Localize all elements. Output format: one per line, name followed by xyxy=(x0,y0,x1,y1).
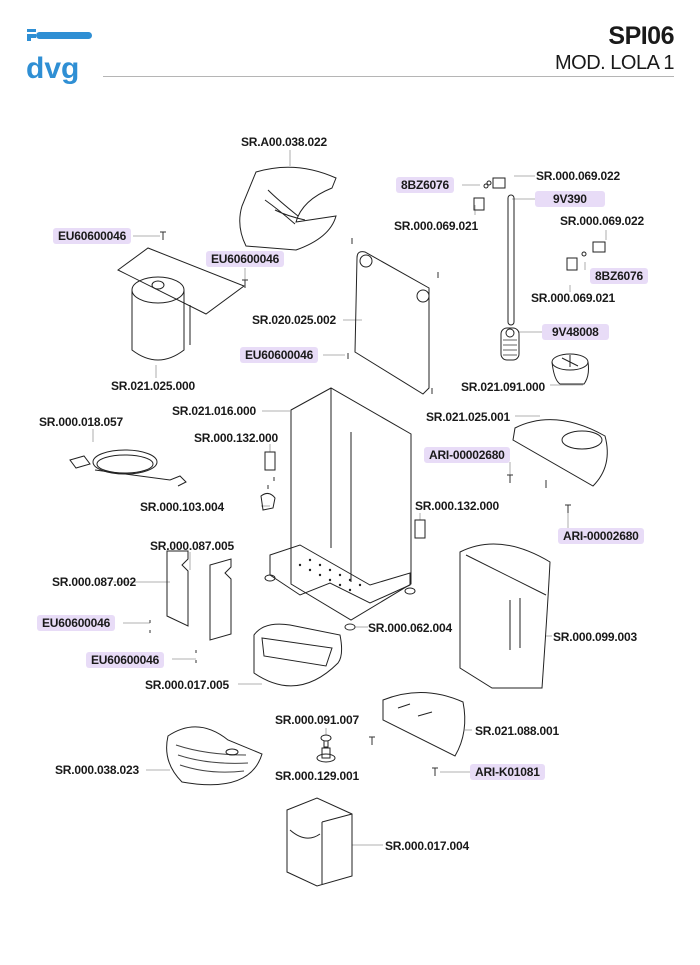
part-grid-cover xyxy=(239,166,337,251)
part-label: SR.A00.038.022 xyxy=(241,135,327,149)
part-label: SR.000.091.007 xyxy=(275,713,359,727)
part-label: SR.000.132.000 xyxy=(415,499,499,513)
part-label: SR.000.069.021 xyxy=(531,291,615,305)
part-label: SR.021.088.001 xyxy=(475,724,559,738)
part-tank-lid xyxy=(512,419,608,487)
part-label-highlighted: 8BZ6076 xyxy=(396,177,454,193)
part-label: SR.021.025.001 xyxy=(426,410,510,424)
part-float xyxy=(316,734,336,763)
screws xyxy=(149,231,571,776)
part-label: SR.000.017.004 xyxy=(385,839,469,853)
part-label: SR.000.087.005 xyxy=(150,539,234,553)
part-power-cord xyxy=(69,449,187,487)
part-water-filter xyxy=(500,327,520,361)
header-divider xyxy=(103,76,674,77)
part-side-panels xyxy=(166,550,232,641)
part-label-highlighted: EU60600046 xyxy=(206,251,285,267)
part-label: SR.021.091.000 xyxy=(461,380,545,394)
logo-wordmark: dvg xyxy=(26,52,79,85)
logo-portafilter-spout xyxy=(27,34,36,41)
part-label-highlighted: 9V48008 xyxy=(542,324,609,340)
part-label: SR.000.069.022 xyxy=(560,214,644,228)
part-switch-left xyxy=(264,451,276,471)
part-label: SR.021.016.000 xyxy=(172,404,256,418)
part-label-highlighted: EU60600046 xyxy=(53,228,132,244)
part-water-tank xyxy=(459,543,551,689)
part-main-frame xyxy=(264,387,416,621)
part-label: SR.000.038.023 xyxy=(55,763,139,777)
part-label-highlighted: EU60600046 xyxy=(37,615,116,631)
logo-portafilter-handle xyxy=(36,32,92,39)
part-label-highlighted: 9V390 xyxy=(535,191,605,207)
part-label: SR.000.069.021 xyxy=(394,219,478,233)
part-power-socket xyxy=(260,492,276,511)
part-label: SR.000.132.000 xyxy=(194,431,278,445)
part-label-highlighted: EU60600046 xyxy=(240,347,319,363)
part-drip-cover xyxy=(382,692,466,757)
part-label-highlighted: 8BZ6076 xyxy=(590,268,648,284)
part-label-highlighted: EU60600046 xyxy=(86,652,165,668)
logo-portafilter-top xyxy=(27,29,36,32)
part-label: SR.000.069.022 xyxy=(536,169,620,183)
part-label: SR.000.087.002 xyxy=(52,575,136,589)
part-label: SR.000.018.057 xyxy=(39,415,123,429)
part-label: SR.000.062.004 xyxy=(368,621,452,635)
part-switch-right xyxy=(414,519,426,539)
part-back-panel xyxy=(354,251,430,395)
part-drip-grate xyxy=(166,726,263,786)
part-pump xyxy=(117,247,246,361)
part-label: SR.000.103.004 xyxy=(140,500,224,514)
model-name: MOD. LOLA 1 xyxy=(555,52,675,74)
dvg-logo: dvg xyxy=(26,29,92,85)
part-water-tube xyxy=(473,177,606,326)
part-label: SR.000.017.005 xyxy=(145,678,229,692)
model-code: SPI06 xyxy=(608,22,674,50)
part-label: SR.020.025.002 xyxy=(252,313,336,327)
part-label: SR.000.129.001 xyxy=(275,769,359,783)
part-label-highlighted: ARI-K01081 xyxy=(470,764,545,780)
part-drip-tray xyxy=(253,623,343,687)
part-label-highlighted: ARI-00002680 xyxy=(558,528,644,544)
part-filter-holder xyxy=(551,353,589,385)
leader-lines xyxy=(92,150,607,846)
part-label-highlighted: ARI-00002680 xyxy=(424,447,510,463)
part-label: SR.021.025.000 xyxy=(111,379,195,393)
part-grounds-box xyxy=(286,797,353,887)
part-label: SR.000.099.003 xyxy=(553,630,637,644)
